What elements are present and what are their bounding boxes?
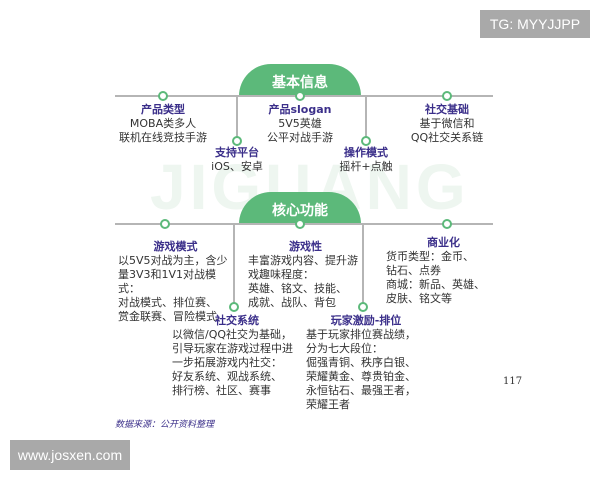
item-text: 英雄、铭文、技能、 xyxy=(248,282,347,295)
item-text: 对战模式、排位赛、 xyxy=(118,296,217,309)
node-dot xyxy=(295,219,305,229)
item-text: 赏金联赛、冒险模式 xyxy=(118,310,217,323)
item-text: 摇杆+点触 xyxy=(339,160,393,173)
item-text: 皮肤、铭文等 xyxy=(386,292,452,305)
telegram-badge: TG: MYYJJPP xyxy=(480,10,590,38)
item-title: 玩家激励-排位 xyxy=(330,314,402,327)
item-text: 分为七大段位： xyxy=(306,342,383,355)
item-text: 丰富游戏内容、提升游 xyxy=(248,254,358,267)
node-dot xyxy=(442,91,452,101)
item-text: MOBA类多人 xyxy=(129,117,197,130)
item-text: 货币类型：金币、 xyxy=(386,250,474,263)
item-social-base: 社交基础 基于微信和 QQ社交关系链 xyxy=(387,103,507,145)
item-text: 5V5英雄 xyxy=(278,117,322,130)
item-text: 永恒钻石、最强王者， xyxy=(306,384,416,397)
item-title: 商业化 xyxy=(427,236,460,249)
item-text: 联机在线竞技手游 xyxy=(119,131,207,144)
item-text: 钻石、点券 xyxy=(386,264,441,277)
item-title: 支持平台 xyxy=(215,146,259,159)
item-title: 社交基础 xyxy=(425,103,469,116)
item-text: 基于微信和 xyxy=(419,117,475,130)
node-dot xyxy=(158,91,168,101)
item-title: 社交系统 xyxy=(215,314,259,327)
item-player-ranking: 玩家激励-排位 基于玩家排位赛战绩， 分为七大段位： 倔强青铜、秩序白银、 荣耀… xyxy=(306,314,426,412)
item-platform: 支持平台 iOS、安卓 xyxy=(187,146,287,174)
section2-header: 核心功能 xyxy=(239,192,361,224)
item-text: 成就、战队、背包 xyxy=(248,296,336,309)
node-dot xyxy=(232,136,242,146)
item-text: 倔强青铜、秩序白银、 xyxy=(306,356,416,369)
item-text: 一步拓展游戏内社交： xyxy=(172,356,282,369)
item-text: QQ社交关系链 xyxy=(410,131,484,144)
item-text: 基于玩家排位赛战绩， xyxy=(306,328,416,341)
node-dot xyxy=(229,302,239,312)
node-dot xyxy=(358,302,368,312)
item-slogan: 产品slogan 5V5英雄 公平对战手游 xyxy=(240,103,360,145)
item-text: 荣耀黄金、尊贵铂金、 xyxy=(306,370,416,383)
website-badge: www.josxen.com xyxy=(10,440,130,470)
item-text: 引导玩家在游戏过程中进 xyxy=(172,342,293,355)
item-text: 荣耀王者 xyxy=(306,398,350,411)
connector xyxy=(365,96,367,138)
item-text: 以5V5对战为主，含少 xyxy=(118,254,228,267)
connector xyxy=(233,224,235,304)
item-text: 排行榜、社区、赛事 xyxy=(172,384,271,397)
item-title: 游戏性 xyxy=(289,240,322,253)
item-text: 好友系统、观战系统、 xyxy=(172,370,282,383)
item-text: iOS、安卓 xyxy=(211,160,263,173)
connector xyxy=(236,96,238,138)
data-source: 数据来源：公开资料整理 xyxy=(115,420,215,430)
item-social-system: 社交系统 以微信/QQ社交为基础， 引导玩家在游戏过程中进 一步拓展游戏内社交：… xyxy=(172,314,302,398)
node-dot xyxy=(295,91,305,101)
connector xyxy=(362,224,364,304)
item-text: 公平对战手游 xyxy=(267,131,333,144)
item-title: 操作模式 xyxy=(344,146,388,159)
item-game-modes: 游戏模式 以5V5对战为主，含少 量3V3和1V1对战模式： 对战模式、排位赛、… xyxy=(118,240,233,324)
item-monetization: 商业化 货币类型：金币、 钻石、点券 商城：新品、英雄、 皮肤、铭文等 xyxy=(386,236,501,306)
item-gameplay: 游戏性 丰富游戏内容、提升游 戏趣味程度： 英雄、铭文、技能、 成就、战队、背包 xyxy=(248,240,363,310)
item-product-type: 产品类型 MOBA类多人 联机在线竞技手游 xyxy=(103,103,223,145)
node-dot xyxy=(160,219,170,229)
page-number: 117 xyxy=(503,376,523,387)
item-title: 游戏模式 xyxy=(153,240,198,253)
item-text: 戏趣味程度： xyxy=(248,268,314,281)
item-title: 产品类型 xyxy=(141,103,185,116)
item-text: 商城：新品、英雄、 xyxy=(386,278,485,291)
node-dot xyxy=(361,136,371,146)
section1-header: 基本信息 xyxy=(239,64,361,96)
item-text: 以微信/QQ社交为基础， xyxy=(172,328,293,341)
item-controls: 操作模式 摇杆+点触 xyxy=(316,146,416,174)
item-text: 量3V3和1V1对战模式： xyxy=(118,268,217,295)
item-title: 产品slogan xyxy=(268,103,332,116)
node-dot xyxy=(442,219,452,229)
